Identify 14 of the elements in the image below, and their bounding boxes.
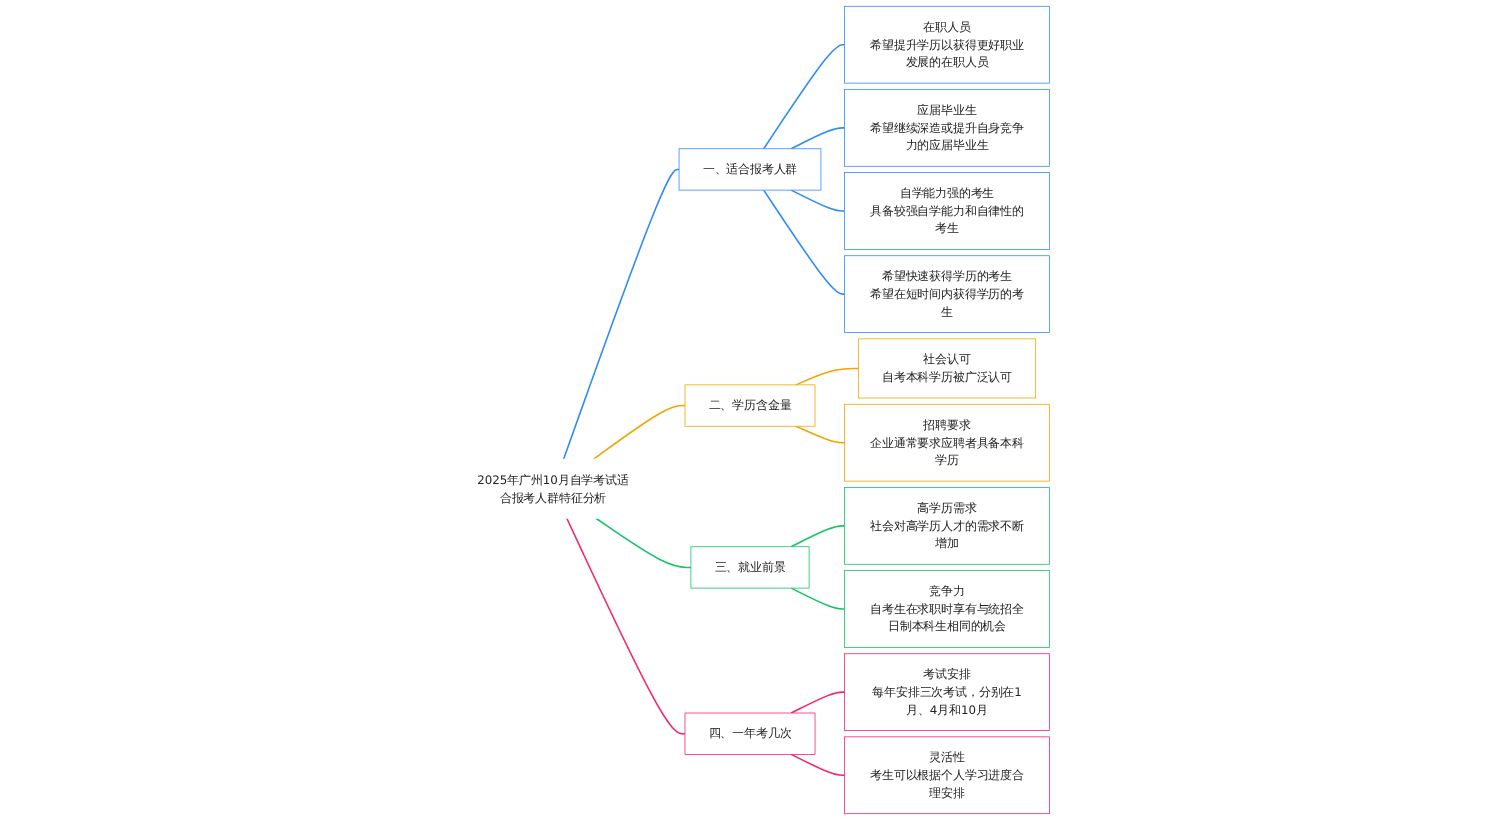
connector (790, 691, 846, 714)
connector (565, 517, 686, 735)
connector (790, 753, 846, 777)
connector (795, 425, 846, 444)
connector (762, 189, 846, 295)
connector (790, 189, 846, 212)
connector (762, 43, 846, 150)
connector (795, 367, 860, 386)
connector (790, 127, 846, 150)
connector (592, 404, 686, 460)
connector (562, 168, 680, 460)
connector (595, 517, 692, 569)
connector (790, 587, 846, 610)
connector (790, 525, 846, 548)
